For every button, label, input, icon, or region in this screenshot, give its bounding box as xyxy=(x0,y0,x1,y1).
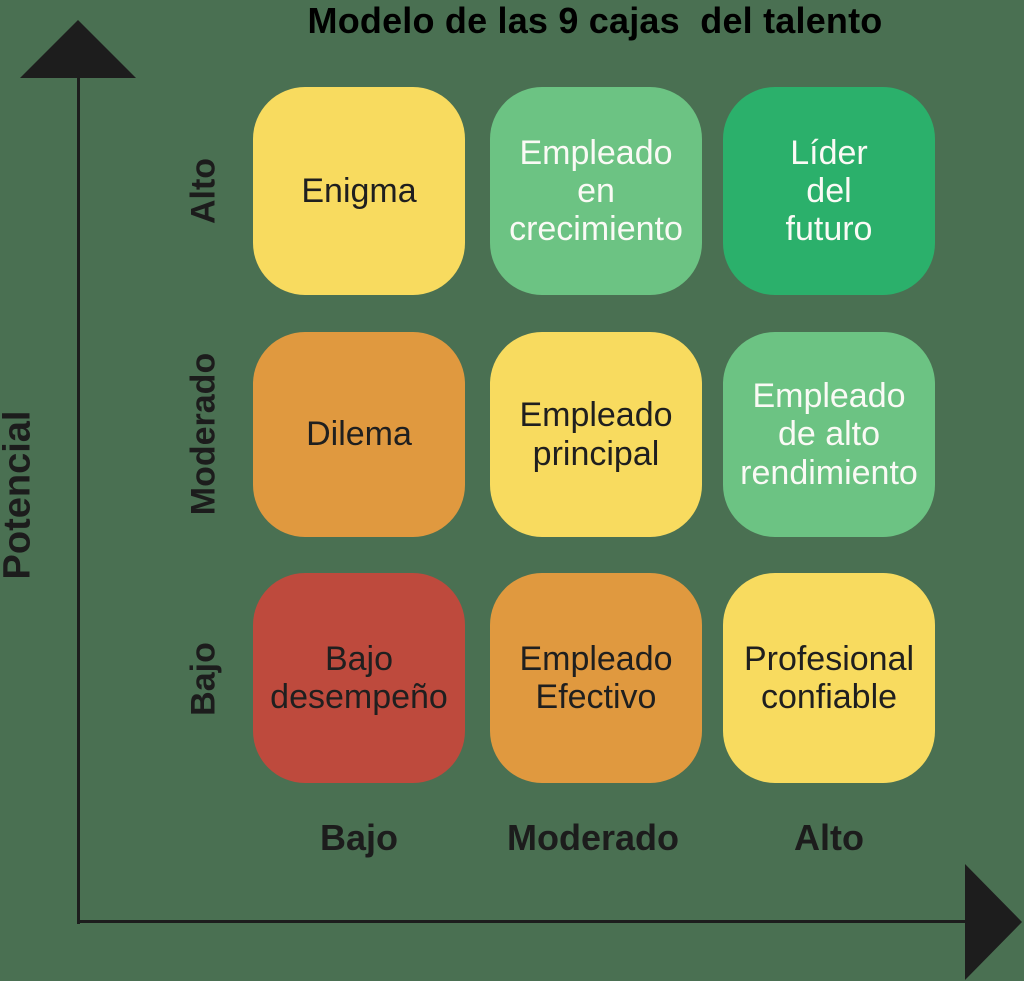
x-axis-line xyxy=(78,920,970,923)
cell-bajo-desempeno: Bajo desempeño xyxy=(253,573,465,783)
y-axis-line xyxy=(77,68,80,924)
y-tick-bajo: Bajo xyxy=(184,642,223,716)
cell-enigma: Enigma xyxy=(253,87,465,295)
cell-empleado-de-alto-rendimiento: Empleado de alto rendimiento xyxy=(723,332,935,537)
y-axis-arrow-icon xyxy=(20,20,136,78)
y-tick-alto: Alto xyxy=(184,157,223,225)
y-axis-title: Potencial xyxy=(0,410,39,580)
x-tick-bajo: Bajo xyxy=(319,817,399,858)
cell-profesional-confiable: Profesional confiable xyxy=(723,573,935,783)
cell-empleado-efectivo: Empleado Efectivo xyxy=(490,573,702,783)
x-axis-arrow-icon xyxy=(965,864,1022,980)
cell-lider-del-futuro: Líder del futuro xyxy=(723,87,935,295)
x-tick-moderado: Moderado xyxy=(506,817,680,858)
x-tick-alto: Alto xyxy=(794,817,864,858)
cell-dilema: Dilema xyxy=(253,332,465,537)
cell-empleado-principal: Empleado principal xyxy=(490,332,702,537)
diagram-title: Modelo de las 9 cajas del talento xyxy=(307,0,883,41)
cell-empleado-en-crecimiento: Empleado en crecimiento xyxy=(490,87,702,295)
y-tick-moderado: Moderado xyxy=(184,352,223,516)
